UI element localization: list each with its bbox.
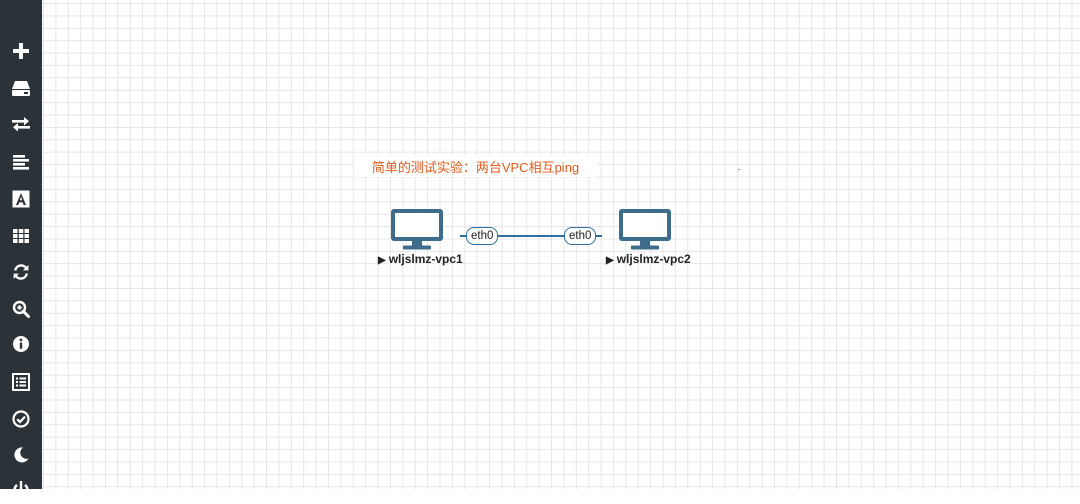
add-icon	[13, 43, 29, 59]
lab-details-button[interactable]	[0, 329, 42, 359]
pictures-button[interactable]	[0, 221, 42, 251]
power-button[interactable]	[0, 474, 42, 504]
dark-mode-button[interactable]	[0, 440, 42, 470]
text-object-button[interactable]	[0, 184, 42, 214]
status-button[interactable]	[0, 404, 42, 434]
canvas-dot	[738, 169, 740, 170]
add-object-button[interactable]	[0, 36, 42, 66]
node-vpc2[interactable]	[618, 208, 672, 250]
networks-button[interactable]	[0, 109, 42, 139]
sidebar-toolbar	[0, 0, 42, 498]
power-icon	[13, 481, 29, 498]
startup-configs-button[interactable]	[0, 147, 42, 177]
node-name: wljslmz-vpc1	[388, 252, 463, 266]
computer-icon	[391, 209, 443, 250]
node-name: wljslmz-vpc2	[616, 252, 691, 266]
node-vpc1[interactable]	[390, 208, 444, 250]
network-link[interactable]	[494, 235, 564, 237]
node-status-icon: ▶	[378, 255, 386, 266]
drive-icon	[12, 81, 30, 96]
link-stub-left	[460, 235, 468, 237]
node-label-vpc2[interactable]: ▶wljslmz-vpc2	[606, 252, 691, 266]
align-left-icon	[13, 155, 29, 170]
grid-icon	[13, 229, 29, 243]
zoom-button[interactable]	[0, 294, 42, 324]
interface-label-vpc1[interactable]: eth0	[466, 227, 499, 245]
node-label-vpc1[interactable]: ▶wljslmz-vpc1	[378, 252, 463, 266]
text-icon	[12, 190, 30, 208]
interface-label-vpc2[interactable]: eth0	[564, 227, 597, 245]
nodes-button[interactable]	[0, 73, 42, 103]
node-status-icon: ▶	[606, 255, 614, 266]
refresh-icon	[13, 264, 29, 280]
moon-icon	[14, 447, 29, 463]
computer-icon	[619, 209, 671, 250]
lab-text-object[interactable]: 简单的测试实验：两台VPC相互ping	[354, 155, 597, 177]
topology-canvas[interactable]	[42, 0, 1080, 489]
zoom-icon	[12, 300, 30, 318]
exchange-icon	[12, 117, 30, 132]
info-icon	[13, 336, 29, 352]
refresh-button[interactable]	[0, 257, 42, 287]
list-icon	[12, 373, 30, 391]
lab-list-button[interactable]	[0, 367, 42, 397]
check-circle-icon	[12, 410, 30, 428]
link-stub-right	[594, 235, 602, 237]
